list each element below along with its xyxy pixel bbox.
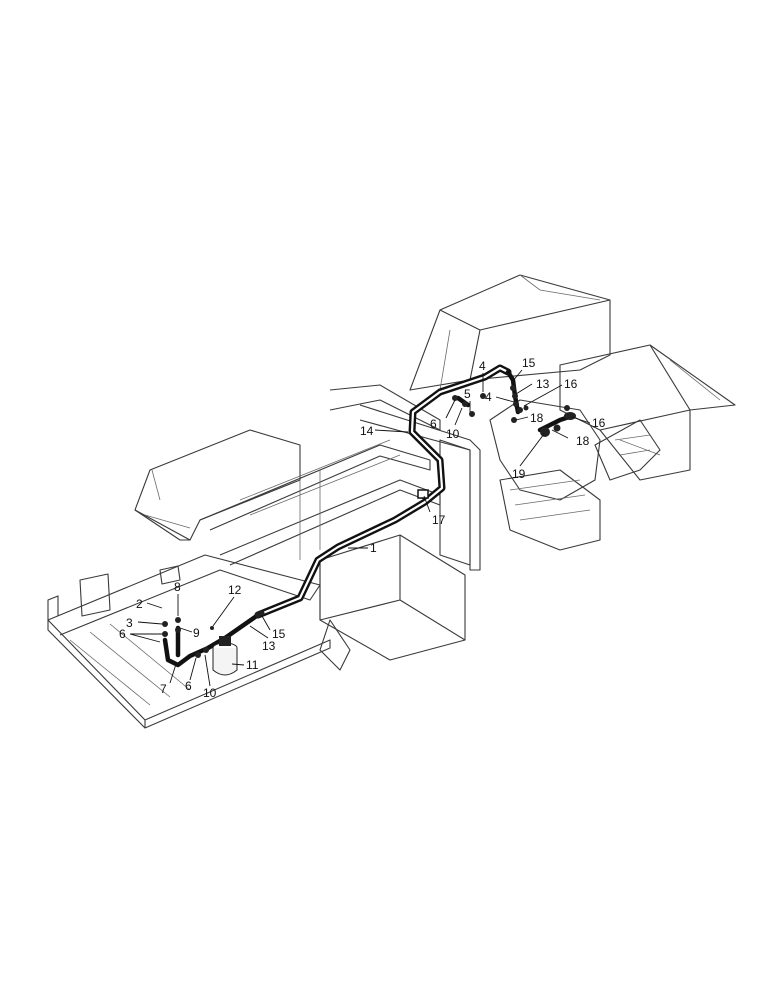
callout-18-lower: 18 xyxy=(576,434,590,448)
callout-15-front: 15 xyxy=(522,356,536,370)
callout-16-lower: 16 xyxy=(592,416,606,430)
callout-6-rear-left: 6 xyxy=(119,627,126,641)
callout-1: 1 xyxy=(370,541,377,555)
callout-4-front-lower: 4 xyxy=(485,390,492,404)
callout-7: 7 xyxy=(160,682,167,696)
callout-17: 17 xyxy=(432,513,446,527)
callout-18-upper: 18 xyxy=(530,411,544,425)
callout-6-rear-mid: 6 xyxy=(185,679,192,693)
callout-3: 3 xyxy=(126,616,133,630)
callout-13-front: 13 xyxy=(536,377,550,391)
callout-10-rear: 10 xyxy=(203,686,217,700)
hydraulic-pipe xyxy=(162,364,575,668)
filter-canister xyxy=(212,636,238,676)
callout-19: 19 xyxy=(512,467,526,481)
callout-9: 9 xyxy=(193,626,200,640)
machine-frame xyxy=(47,274,736,729)
callout-16-upper: 16 xyxy=(564,377,578,391)
callout-12: 12 xyxy=(228,583,242,597)
callout-labels: 1 2 3 6 8 9 7 6 10 11 12 13 15 14 17 4 5… xyxy=(119,356,606,700)
fittings xyxy=(162,385,576,676)
callout-11: 11 xyxy=(246,658,259,672)
callout-5: 5 xyxy=(464,387,471,401)
callout-14: 14 xyxy=(360,424,374,438)
callout-4-front-top: 4 xyxy=(479,359,486,373)
callout-15-rear: 15 xyxy=(272,627,286,641)
callout-8: 8 xyxy=(174,580,181,594)
callout-6-front: 6 xyxy=(430,417,437,431)
callout-10-front: 10 xyxy=(446,427,460,441)
leader-lines xyxy=(129,369,591,687)
callout-13-rear: 13 xyxy=(262,639,276,653)
callout-2: 2 xyxy=(136,597,143,611)
